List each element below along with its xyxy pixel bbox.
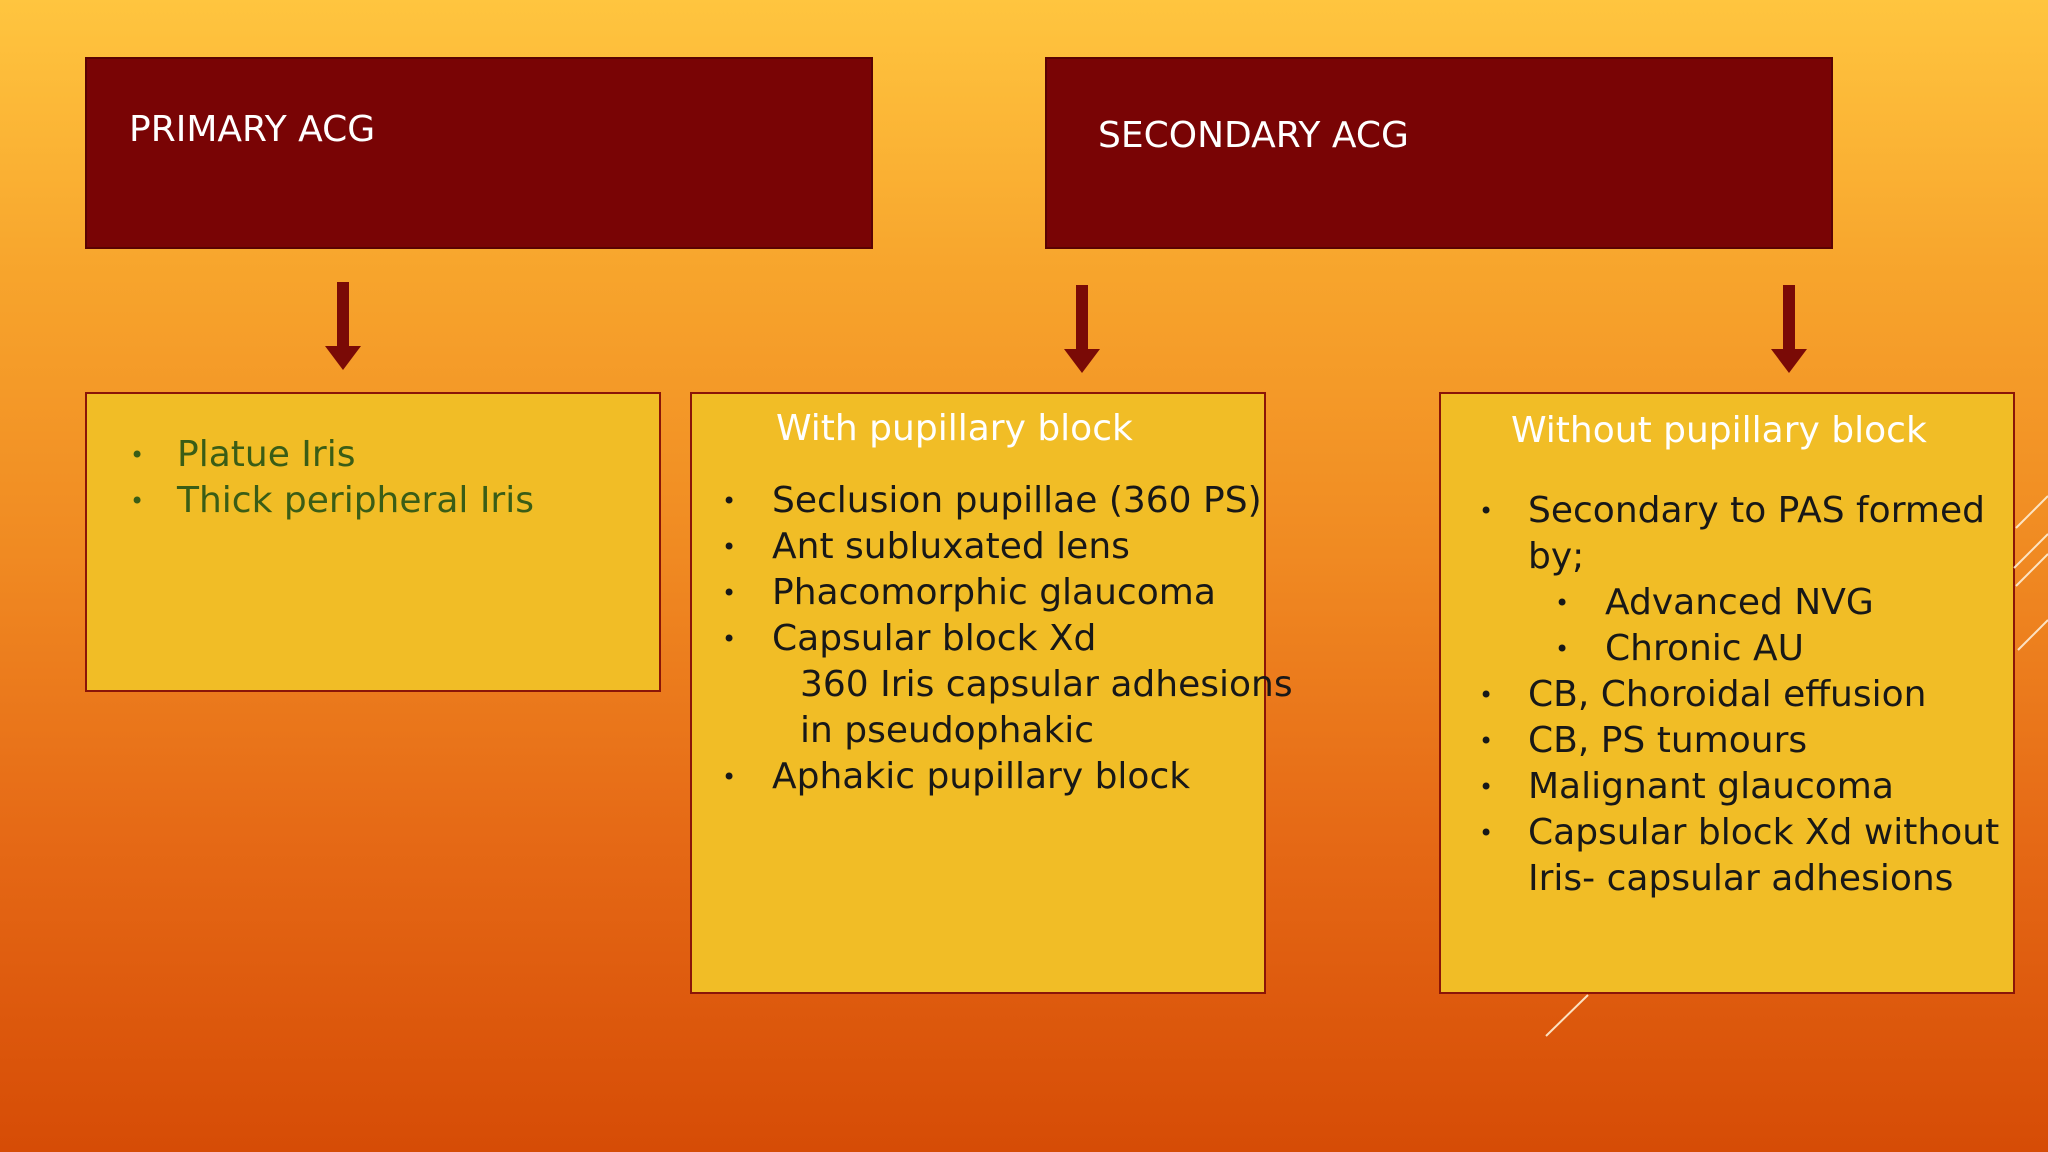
primary-item: Thick peripheral Iris xyxy=(177,480,534,521)
with-pupillary-block-box: With pupillary block • Seclusion pupilla… xyxy=(690,392,1293,994)
without-block-subitem: Chronic AU xyxy=(1605,628,1805,669)
down-arrow-icon-without-block xyxy=(1769,285,1809,375)
without-block-item: CB, Choroidal effusion xyxy=(1528,674,1927,715)
bullet-icon: • xyxy=(722,487,737,515)
bullet-icon: • xyxy=(1555,589,1570,617)
without-pupillary-block-box: Without pupillary block • Secondary to P… xyxy=(1439,392,2015,994)
with-block-item: Seclusion pupillae (360 PS) xyxy=(772,480,1262,521)
with-block-subitem: in pseudophakic xyxy=(800,710,1095,751)
without-pupillary-block-heading: Without pupillary block xyxy=(1511,410,1927,451)
with-block-item: Capsular block Xd xyxy=(772,618,1097,659)
without-block-item: Malignant glaucoma xyxy=(1528,766,1894,807)
secondary-acg-box: SECONDARY ACG xyxy=(1045,57,1833,249)
primary-acg-title: PRIMARY ACG xyxy=(129,109,376,150)
secondary-acg-title: SECONDARY ACG xyxy=(1098,115,1409,156)
bullet-icon: • xyxy=(1479,727,1494,755)
without-block-subitem: Advanced NVG xyxy=(1605,582,1874,623)
without-block-item-continuation: by; xyxy=(1528,536,1585,577)
bullet-icon: • xyxy=(1555,635,1570,663)
bullet-icon: • xyxy=(130,487,145,515)
bullet-icon: • xyxy=(1479,773,1494,801)
primary-item: Platue Iris xyxy=(177,434,356,475)
with-block-item: Aphakic pupillary block xyxy=(772,756,1191,797)
bullet-icon: • xyxy=(130,441,145,469)
primary-causes-box: • Platue Iris • Thick peripheral Iris xyxy=(85,392,661,692)
without-block-item: Capsular block Xd without xyxy=(1528,812,2000,853)
down-arrow-icon-primary xyxy=(323,282,363,372)
bullet-icon: • xyxy=(722,763,737,791)
bullet-icon: • xyxy=(722,579,737,607)
bullet-icon: • xyxy=(1479,497,1494,525)
down-arrow-icon-with-block xyxy=(1062,285,1102,375)
with-block-item: Phacomorphic glaucoma xyxy=(772,572,1216,613)
bullet-icon: • xyxy=(722,533,737,561)
with-block-item: Ant subluxated lens xyxy=(772,526,1130,567)
without-block-item: CB, PS tumours xyxy=(1528,720,1808,761)
bullet-icon: • xyxy=(1479,819,1494,847)
bullet-icon: • xyxy=(1479,681,1494,709)
primary-acg-box: PRIMARY ACG xyxy=(85,57,873,249)
with-pupillary-block-heading: With pupillary block xyxy=(776,408,1133,449)
without-block-item: Secondary to PAS formed xyxy=(1528,490,1985,531)
with-block-subitem: 360 Iris capsular adhesions xyxy=(800,664,1293,705)
without-block-item-continuation: Iris- capsular adhesions xyxy=(1528,858,1954,899)
bullet-icon: • xyxy=(722,625,737,653)
